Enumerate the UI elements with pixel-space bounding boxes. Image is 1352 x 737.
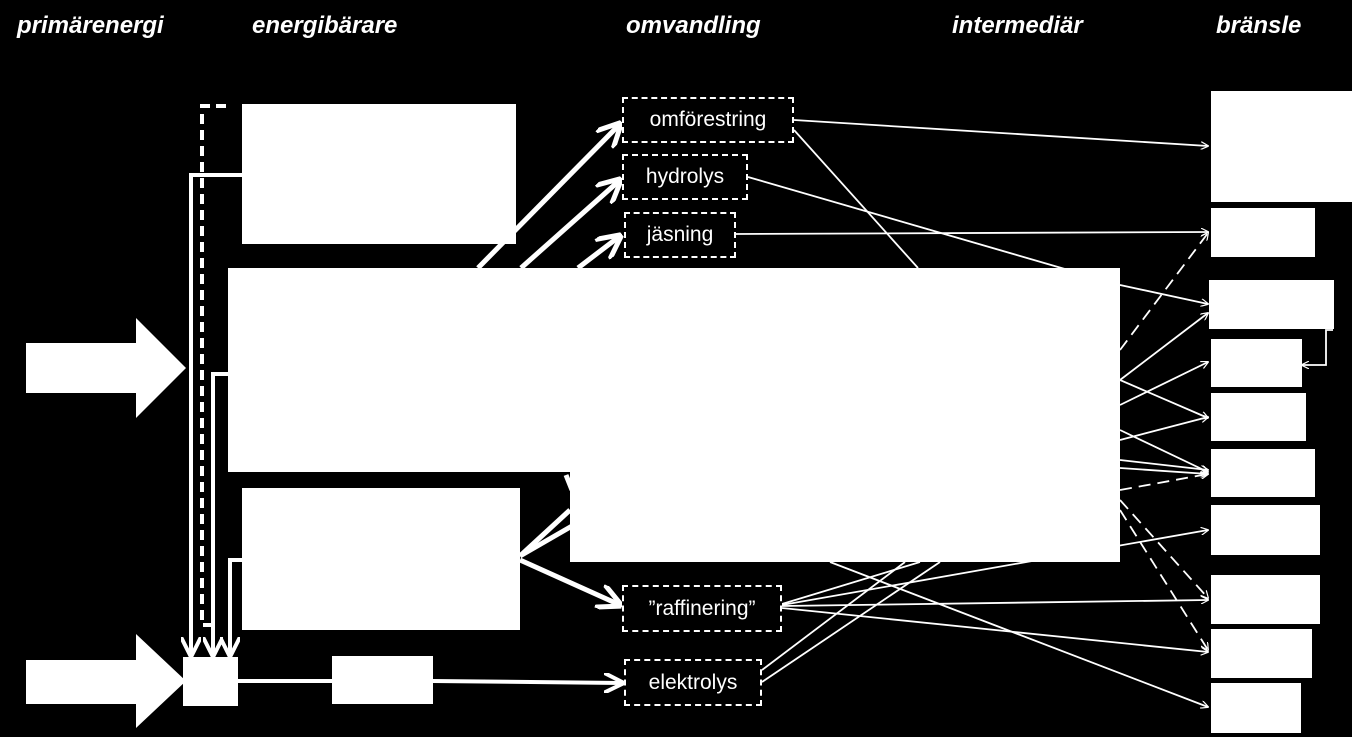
electricity-node [183,657,238,706]
carrier-box-small [332,656,433,704]
fuel-box-5 [1211,393,1306,441]
header-intermediate: intermediär [952,12,1083,39]
fuel-box-7 [1211,505,1320,555]
process-fermentation: jäsning [624,212,736,258]
carrier-box-lower [242,488,520,630]
fuel-box-2 [1211,208,1315,257]
header-energy-carrier: energibärare [252,12,398,39]
fuel-box-10 [1211,683,1301,733]
header-primary-energy: primärenergi [17,12,164,39]
process-transesterification: omförestring [622,97,794,143]
header-conversion: omvandling [626,12,761,39]
occlusion-box-main [228,268,1120,472]
primary-arrow-lower [26,634,186,728]
carrier-box-upper [242,104,516,244]
process-hydrolysis: hydrolys [622,154,748,200]
process-electrolysis: elektrolys [624,659,762,706]
fuel-box-3 [1209,280,1334,329]
fuel-box-6 [1211,449,1315,497]
fuel-box-9 [1211,629,1312,678]
header-fuel: bränsle [1216,12,1302,39]
fuel-box-1 [1211,91,1352,202]
occlusion-box-secondary [570,470,1120,562]
fuel-box-8 [1211,575,1320,624]
primary-arrow-upper [26,318,186,418]
fuel-box-4 [1211,339,1302,387]
process-refining: ”raffinering” [622,585,782,632]
